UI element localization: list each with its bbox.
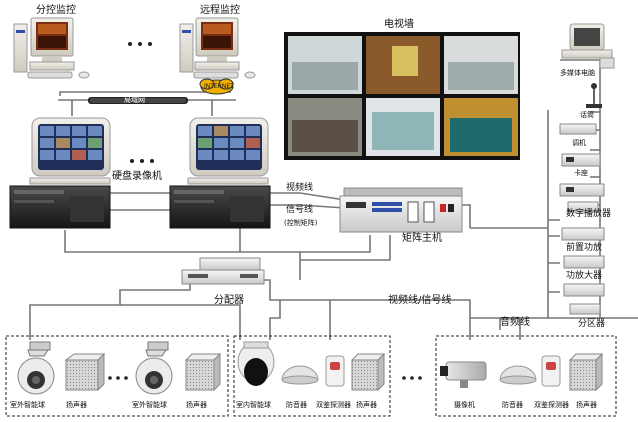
microphone: [586, 83, 602, 108]
dvr-left: [9, 117, 111, 229]
label-video-line: 视频线: [286, 183, 314, 193]
label-preamp: 前置功放: [566, 243, 603, 253]
label-mic: 话筒: [580, 111, 594, 119]
label-digital-player: 数字播放器: [566, 209, 612, 219]
label-matrix-host: 矩阵主机: [402, 233, 442, 244]
label-distributor: 分配器: [214, 295, 244, 306]
label-outdoor-dome-1: 室外智能球: [10, 401, 45, 409]
remote-monitor-pc: [179, 17, 256, 79]
label-lan: 局域网: [124, 96, 145, 104]
speaker-box-2: [184, 352, 222, 392]
label-speaker-1: 扬声器: [66, 401, 87, 409]
label-signal-line: 信号线: [286, 205, 314, 215]
mid-dots: [130, 159, 154, 163]
label-audio-line: 音频线: [500, 317, 530, 328]
siren-1: [281, 365, 319, 385]
group-boxes: [5, 335, 617, 417]
indoor-dome: [237, 341, 275, 386]
label-card-deck: 卡座: [574, 169, 588, 177]
label-dual-detector-2: 双鉴探测器: [534, 401, 569, 409]
label-speaker-4: 扬声器: [576, 401, 597, 409]
dual-detector-2: [541, 355, 561, 387]
label-siren-1: 防音器: [286, 401, 307, 409]
label-remote-monitor: 远程监控: [200, 5, 240, 16]
siren-2: [499, 365, 537, 385]
label-dvr: 硬盘录像机: [112, 171, 162, 182]
label-multimedia-pc: 多媒体电脑: [560, 69, 595, 77]
dvr-right: [169, 117, 271, 229]
label-tuner: 调机: [572, 139, 586, 147]
outdoor-dome-1: [17, 341, 55, 395]
tv-wall: [284, 32, 520, 160]
label-camera: 摄像机: [454, 401, 475, 409]
top-dots: [128, 42, 152, 46]
speaker-box-4: [568, 352, 604, 392]
multimedia-pc: [561, 23, 615, 69]
rack-units: [559, 123, 605, 315]
internet-cloud: [199, 78, 234, 95]
label-indoor-dome: 室内智能球: [236, 401, 271, 409]
label-outdoor-dome-2: 室外智能球: [132, 401, 167, 409]
speaker-box-3: [350, 352, 386, 392]
outdoor-dome-2: [135, 341, 173, 395]
label-branch-monitor: 分控监控: [36, 5, 76, 16]
middle-dots: [402, 376, 422, 380]
box-camera: [440, 361, 487, 388]
label-tv-wall: 电视墙: [384, 19, 414, 30]
dual-detector-1: [325, 355, 345, 387]
label-siren-2: 防音器: [502, 401, 523, 409]
group1-dots: [108, 376, 128, 380]
lan-cable: [88, 97, 188, 104]
label-amplifier: 功放大器: [566, 271, 603, 281]
branch-monitor-pc: [13, 17, 90, 79]
matrix-host: [339, 187, 463, 233]
speaker-box-1: [64, 352, 106, 392]
label-zone: 分区器: [578, 319, 606, 329]
label-speaker-2: 扬声器: [186, 401, 207, 409]
label-internet: INTERNET: [204, 83, 234, 90]
label-matrix-control: (控制矩阵): [284, 219, 318, 227]
label-dual-detector-1: 双鉴探测器: [316, 401, 351, 409]
label-video-signal-line: 视频线/信号线: [388, 295, 452, 306]
distributor-device: [181, 257, 265, 285]
label-speaker-3: 扬声器: [356, 401, 377, 409]
